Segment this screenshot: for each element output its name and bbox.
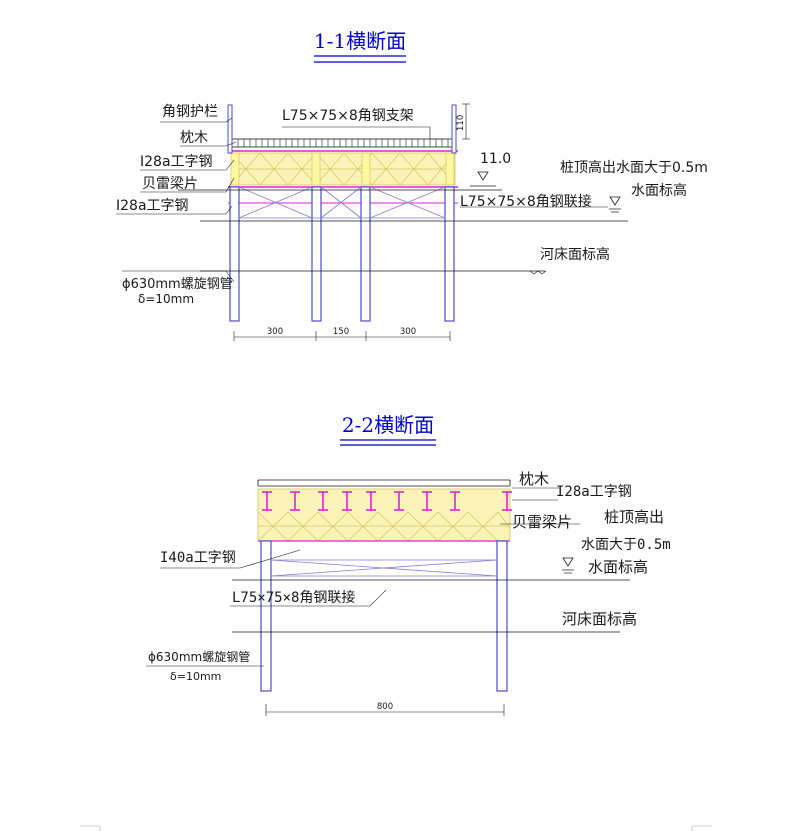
elevation-label: 11.0 [480,151,511,167]
bailey-beam-label: 贝雷梁片 [142,176,198,192]
angle-guardrail-label: 角钢护栏 [162,104,218,120]
pile-label: ϕ630mm螺旋钢管 [148,649,250,664]
i40-beam-label: I40a工字钢 [160,550,236,566]
dim-800: 800 [377,702,393,712]
dim-300-b: 300 [400,327,416,337]
pile-top-note-2-label: 水面大于0.5m [581,537,671,553]
sleeper-label: 枕木 [180,130,208,146]
section-2-2: 2-2横断面 [146,413,671,716]
i-beam-top-label: I28a工字钢 [140,154,213,170]
guardrail-post-right [451,104,457,154]
elevation-triangle [477,171,489,181]
steel-pipe-pile-left [260,540,272,692]
water-level-label: 水面标高 [588,558,648,576]
steel-pipe-pile-right [496,540,508,692]
section-1-title: 1-1横断面 [314,29,406,53]
thickness-label: δ=10mm [170,670,221,683]
i-beam-bottom-label: I28a工字钢 [116,198,189,214]
bailey-beam-label: 贝雷梁片 [512,513,572,531]
leader-lines [146,487,580,667]
pile-label: ϕ630mm螺旋钢管 [122,277,233,292]
angle-bracing-label: L75×75×8角钢联接 [460,193,592,210]
leader-lines [116,117,608,283]
bailey-lattice [231,152,456,186]
riverbed-label: 河床面标高 [562,610,637,628]
angle-bracket-label: L75×75×8角钢支架 [282,108,414,124]
steel-pipe-piles [229,186,455,322]
sleeper-ticks [237,139,449,147]
sleeper-deck [231,138,456,148]
bailey-beam-truss [257,488,511,542]
page-corner-marks [80,825,712,831]
thickness-label: δ=10mm [138,292,194,306]
riverbed-label: 河床面标高 [540,246,610,263]
section-2-title: 2-2横断面 [342,413,434,437]
water-level-label: 水面标高 [631,182,687,199]
pile-top-note-1-label: 桩顶高出 [604,508,664,526]
bailey-posts [230,152,455,186]
section-1-1: 1-1横断面 [116,29,708,341]
water-level-triangle [609,196,621,206]
angle-bracing [238,186,446,219]
i-beam-top-label: I28a工字钢 [556,484,632,500]
angle-bracing-label: L75×75×8角钢联接 [232,589,355,606]
sleeper-label: 枕木 [519,470,549,488]
riverbed-hatch [529,270,547,275]
angle-bracing [270,559,498,577]
height-mark-label: 110 [456,115,466,131]
guardrail-post-left [227,104,233,154]
i28a-beams [262,491,512,511]
dim-150: 150 [333,327,349,337]
water-level-triangle [562,557,574,567]
pile-top-note-label: 桩顶高出水面大于0.5m [560,159,708,176]
dim-300-a: 300 [267,327,283,337]
bailey-lattice [257,511,511,542]
